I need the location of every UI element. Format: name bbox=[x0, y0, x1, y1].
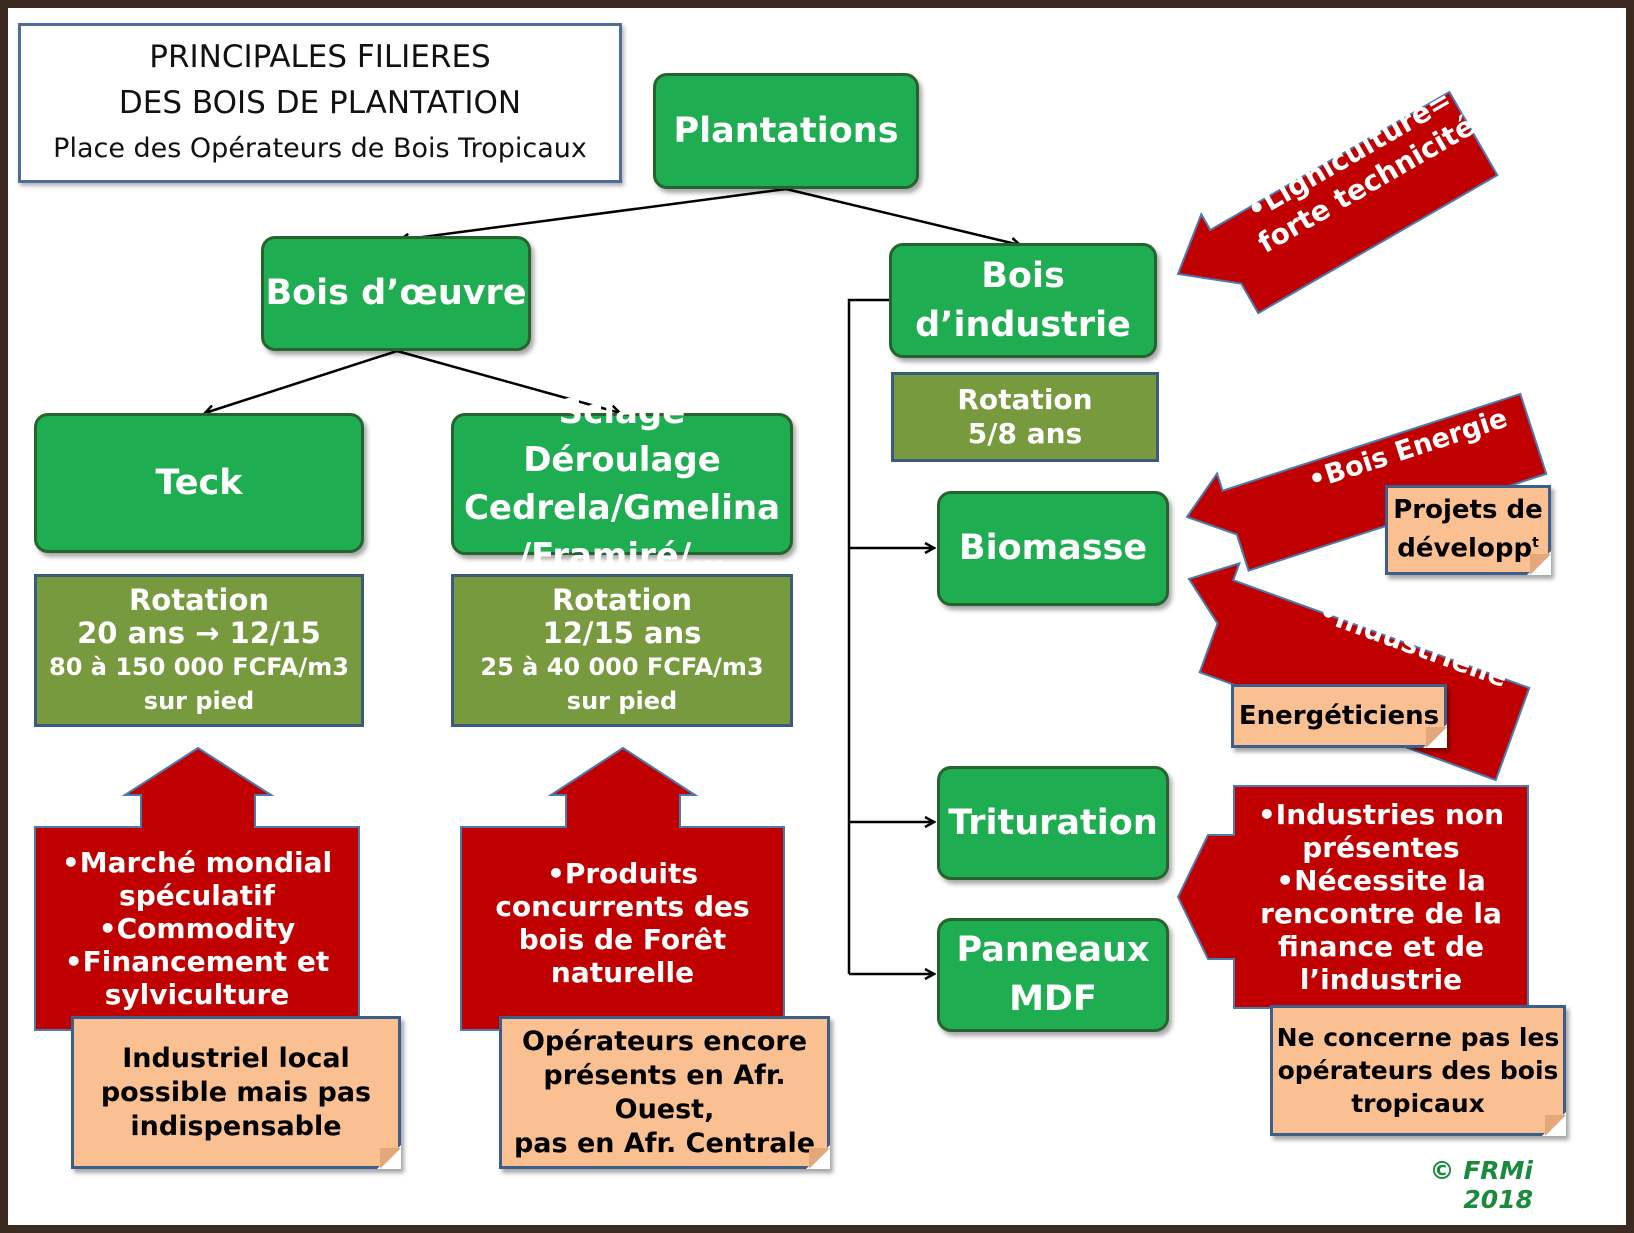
arrow-bois-oeuvre-to-sciage bbox=[396, 349, 620, 413]
note-teck: Industriel local possible mais pas indis… bbox=[71, 1016, 401, 1169]
note-sciage: Opérateurs encore présents en Afr. Ouest… bbox=[499, 1016, 830, 1169]
note-projets: Projets de développt bbox=[1385, 485, 1551, 575]
slide: PRINCIPALES FILIERES DES BOIS DE PLANTAT… bbox=[8, 8, 1626, 1225]
rotation-teck: Rotation 20 ans → 12/15 80 à 150 000 FCF… bbox=[34, 574, 364, 727]
title-box: PRINCIPALES FILIERES DES BOIS DE PLANTAT… bbox=[18, 23, 622, 183]
node-panneaux: Panneaux MDF bbox=[937, 918, 1169, 1032]
rotation-sciage: Rotation 12/15 ans 25 à 40 000 FCFA/m3 s… bbox=[451, 574, 793, 727]
node-sciage: Sciage Déroulage Cedrela/Gmelina /Framir… bbox=[451, 392, 793, 576]
node-teck: Teck bbox=[34, 413, 364, 553]
callout-arrow-bois-energie bbox=[1185, 392, 1548, 572]
node-biomasse: Biomasse bbox=[937, 491, 1169, 606]
note-tropicaux: Ne concerne pas les opérateurs des bois … bbox=[1270, 1005, 1566, 1136]
callout-arrow-ligniculture bbox=[1176, 90, 1499, 315]
bracket-bois-industrie bbox=[847, 298, 889, 974]
callout-industries-text: •Industries non présentes •Nécessite la … bbox=[1257, 798, 1505, 996]
copyright: © FRMi 2018 bbox=[1429, 1156, 1533, 1214]
title-line-1: PRINCIPALES FILIERES bbox=[149, 39, 491, 75]
title-line-2: DES BOIS DE PLANTATION bbox=[118, 85, 522, 121]
diagram-graphics bbox=[34, 90, 1548, 1031]
node-bois-oeuvre: Bois d’œuvre bbox=[261, 236, 531, 351]
note-energeticiens: Energéticiens bbox=[1231, 684, 1447, 748]
arrow-plantations-to-bois-oeuvre bbox=[400, 187, 787, 240]
node-bois-industrie: Bois d’industrie bbox=[889, 243, 1157, 358]
callout-sciage-text: •Produits concurrents des bois de Forêt … bbox=[495, 857, 750, 989]
subtitle: Place des Opérateurs de Bois Tropicaux bbox=[53, 133, 587, 164]
node-trituration: Trituration bbox=[937, 766, 1169, 880]
callout-teck-text: •Marché mondial spéculatif •Commodity •F… bbox=[61, 845, 333, 1011]
callout-arrow-industries bbox=[1176, 785, 1529, 1009]
rotation-industrie: Rotation 5/8 ans bbox=[891, 372, 1159, 462]
arrow-bois-oeuvre-to-teck bbox=[205, 349, 398, 413]
arrow-plantations-to-bois-industrie bbox=[785, 187, 1020, 245]
node-plantations: Plantations bbox=[653, 73, 919, 189]
